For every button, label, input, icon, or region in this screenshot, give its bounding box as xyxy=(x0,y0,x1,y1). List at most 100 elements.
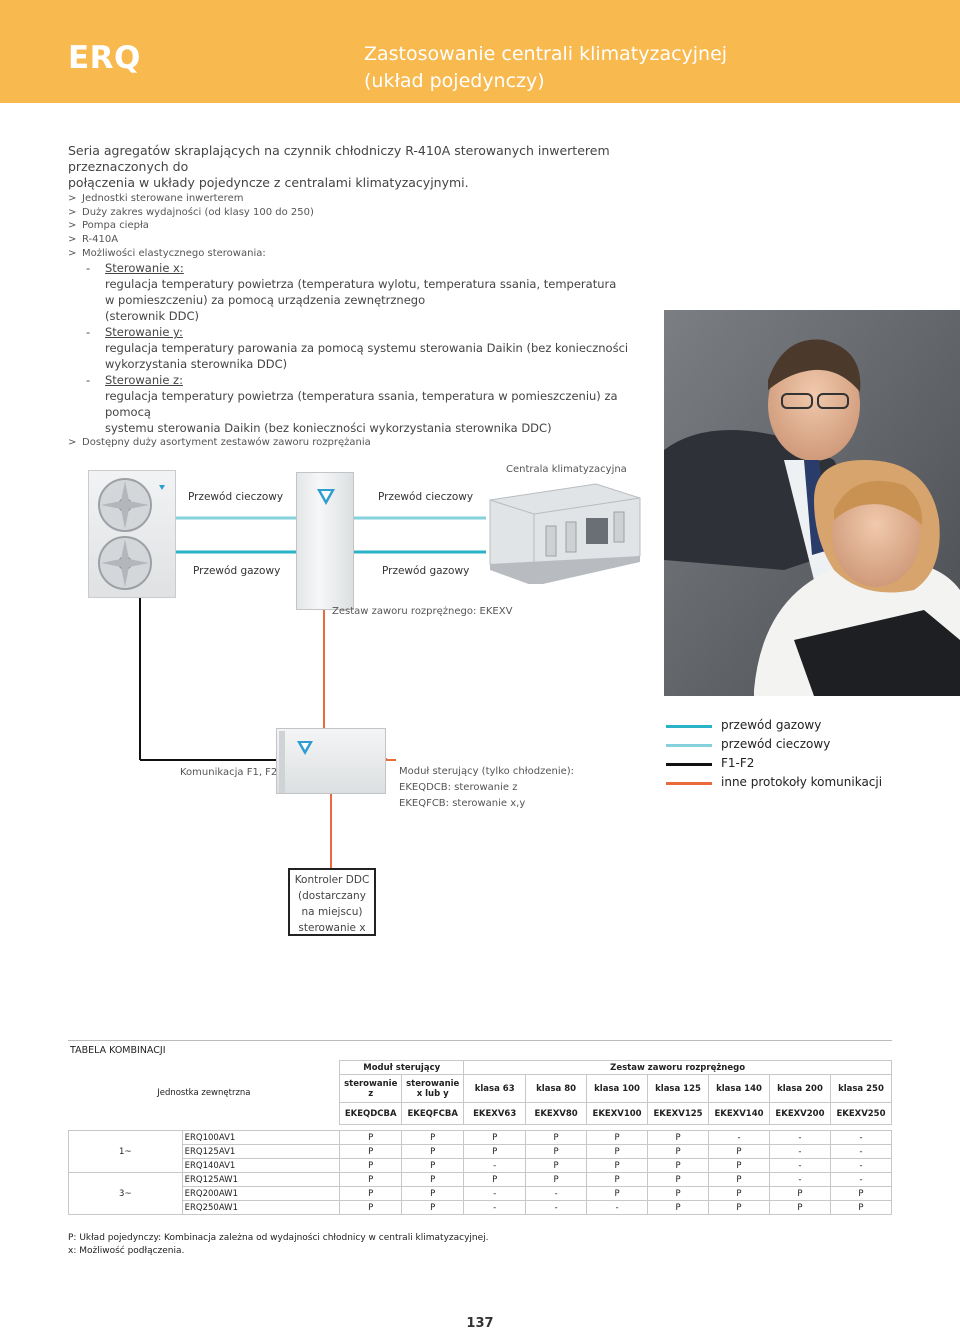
dash-marker: - xyxy=(86,373,91,388)
dash-marker: - xyxy=(86,261,91,276)
valve-group-header: Zestaw zaworu rozprężnego xyxy=(463,1060,892,1075)
control-desc: regulacja temperatury parowania za pomoc… xyxy=(105,341,629,356)
footnote: P: Układ pojedynczy: Kombinacja zależna … xyxy=(68,1233,489,1243)
ddc-line: Kontroler DDC xyxy=(294,874,370,886)
table-row: ERQ200AW1 P P - - P P P P P xyxy=(69,1186,893,1201)
table-row: 1~ ERQ100AV1 P P P P P P - - - xyxy=(68,1130,893,1173)
control-option-z: - Sterowanie z: regulacja temperatury po… xyxy=(86,372,638,436)
model-cell: ERQ250AW1 xyxy=(181,1200,341,1215)
valve-kit-unit xyxy=(296,472,354,610)
page-number: 137 xyxy=(466,1316,494,1331)
legend-gas-label: przewód gazowy xyxy=(721,718,822,732)
page-header: ERQ Zastosowanie centrali klimatyzacyjne… xyxy=(0,0,960,103)
control-name: Sterowanie z: xyxy=(105,373,183,388)
comm-label: Komunikacja F1, F2 xyxy=(180,767,278,778)
code-cell: EKEQDCBA xyxy=(339,1102,403,1125)
gas-line-label: Przewód gazowy xyxy=(382,565,470,577)
module-group-header: Moduł sterujący xyxy=(339,1060,465,1075)
intro-line-1: Seria agregatów skraplających na czynnik… xyxy=(68,143,610,174)
legend-other-swatch xyxy=(666,782,712,785)
table-code-row: EKEQDCBA EKEQFCBA EKEXV63 EKEXV80 EKEXV1… xyxy=(69,1102,893,1125)
control-desc: wykorzystania sterownika DDC) xyxy=(105,357,288,372)
legend-gas-swatch xyxy=(666,725,712,728)
page-title: Zastosowanie centrali klimatyzacyjnej (u… xyxy=(364,41,727,95)
model-cell: ERQ140AV1 xyxy=(181,1158,341,1173)
code-cell: EKEXV125 xyxy=(647,1102,710,1125)
ddc-controller-box: Kontroler DDC (dostarczany na miejscu) s… xyxy=(288,868,376,936)
code-cell: EKEQFCBA xyxy=(401,1102,465,1125)
feature-item: >Duży zakres wydajności (od klasy 100 do… xyxy=(68,206,314,218)
model-cell: ERQ100AV1 xyxy=(181,1130,341,1145)
model-cell: ERQ200AW1 xyxy=(181,1186,341,1201)
code-cell: EKEXV63 xyxy=(463,1102,527,1125)
liquid-line-label: Przewód cieczowy xyxy=(378,491,474,503)
bullet-marker: > xyxy=(68,193,77,204)
footnotes: P: Układ pojedynczy: Kombinacja zależna … xyxy=(68,1232,489,1257)
bullet-marker: > xyxy=(68,206,77,218)
control-name: Sterowanie x: xyxy=(105,261,184,276)
model-cell: ERQ125AV1 xyxy=(181,1144,341,1159)
control-desc: regulacja temperatury powietrza (tempera… xyxy=(105,389,618,420)
air-handling-unit xyxy=(486,480,642,586)
photo-illustration xyxy=(664,310,960,696)
control-name: Sterowanie y: xyxy=(105,325,183,340)
feature-item: >R-410A xyxy=(68,234,119,246)
subheader-cell: klasa 125 xyxy=(647,1074,710,1103)
intro-paragraph: Seria agregatów skraplających na czynnik… xyxy=(68,143,668,191)
subheader-cell: klasa 200 xyxy=(768,1074,831,1103)
control-module-unit xyxy=(276,728,386,794)
control-desc: w pomieszczeniu) za pomocą urządzenia ze… xyxy=(105,293,426,308)
table-row: ERQ140AV1 P P - P P P P - - xyxy=(69,1158,893,1173)
model-cell: ERQ125AW1 xyxy=(181,1172,341,1187)
outdoor-unit-fans xyxy=(98,478,165,590)
control-option-y: - Sterowanie y: regulacja temperatury pa… xyxy=(86,324,638,372)
page-title-line-1: Zastosowanie centrali klimatyzacyjnej xyxy=(364,43,728,65)
module-label-3: EKEQFCB: sterowanie x,y xyxy=(399,798,526,809)
code-cell: EKEXV200 xyxy=(768,1102,831,1125)
table-title: TABELA KOMBINACJI xyxy=(68,1040,892,1060)
daikin-logo-icon xyxy=(279,731,313,793)
valve-kit-label: Zestaw zaworu rozprężnego: EKEXV xyxy=(332,606,513,617)
footnote: x: Możliwość podłączenia. xyxy=(68,1245,185,1256)
subheader-cell: klasa 250 xyxy=(829,1074,893,1103)
feature-item: >Dostępny duży asortyment zestawów zawor… xyxy=(68,437,371,449)
table-subheader-row: sterowanie z sterowanie x lub y klasa 63… xyxy=(69,1074,893,1103)
control-option-x: - Sterowanie x: regulacja temperatury po… xyxy=(86,260,638,324)
subheader-cell: klasa 140 xyxy=(708,1074,770,1103)
piping-diagram xyxy=(139,516,486,868)
subheader-cell: sterowanie x lub y xyxy=(401,1074,465,1103)
table-row: ERQ125AV1 P P P P P P P - - xyxy=(69,1144,893,1159)
code-cell: EKEXV140 xyxy=(708,1102,770,1125)
code-cell: EKEXV80 xyxy=(525,1102,588,1125)
subheader-cell: klasa 100 xyxy=(586,1074,649,1103)
bullet-marker: > xyxy=(68,247,77,259)
feature-item: >Pompa ciepła xyxy=(68,220,149,232)
table-row: 3~ ERQ125AW1 P P P P P P P - - xyxy=(68,1172,893,1215)
people-photo xyxy=(664,310,960,696)
bullet-marker: > xyxy=(68,234,77,246)
control-desc: (sterownik DDC) xyxy=(105,309,200,324)
feature-item: >Możliwości elastycznego sterowania: xyxy=(68,247,266,259)
ahu-label: Centrala klimatyzacyjna xyxy=(506,464,627,475)
air-handling-unit-illustration xyxy=(489,483,641,586)
intro-line-2: połączenia w układy pojedyncze z central… xyxy=(68,175,469,190)
ddc-line: (dostarczany xyxy=(298,890,366,902)
liquid-line-label: Przewód cieczowy xyxy=(188,491,284,503)
outdoor-unit xyxy=(88,470,176,598)
table-header-row: Jednostka zewnętrzna Moduł sterujący Zes… xyxy=(69,1060,892,1098)
legend-liquid-label: przewód cieczowy xyxy=(721,737,831,751)
bullet-marker: > xyxy=(68,220,77,232)
page-title-line-2: (układ pojedynczy) xyxy=(364,70,545,92)
legend-other-label: inne protokoły komunikacji xyxy=(721,775,883,789)
dash-marker: - xyxy=(86,325,91,340)
legend-f1f2-swatch xyxy=(666,763,712,766)
daikin-logo-icon xyxy=(317,489,335,505)
legend-liquid-swatch xyxy=(666,744,712,747)
module-label-1: Moduł sterujący (tylko chłodzenie): xyxy=(399,766,575,777)
code-cell: EKEXV100 xyxy=(586,1102,649,1125)
phase-cell: 3~ xyxy=(68,1172,183,1215)
subheader-cell: klasa 80 xyxy=(525,1074,588,1103)
module-label-2: EKEQDCB: sterowanie z xyxy=(399,782,518,793)
ddc-line: sterowanie x xyxy=(298,922,366,934)
control-desc: systemu sterowania Daikin (bez konieczno… xyxy=(105,421,552,436)
